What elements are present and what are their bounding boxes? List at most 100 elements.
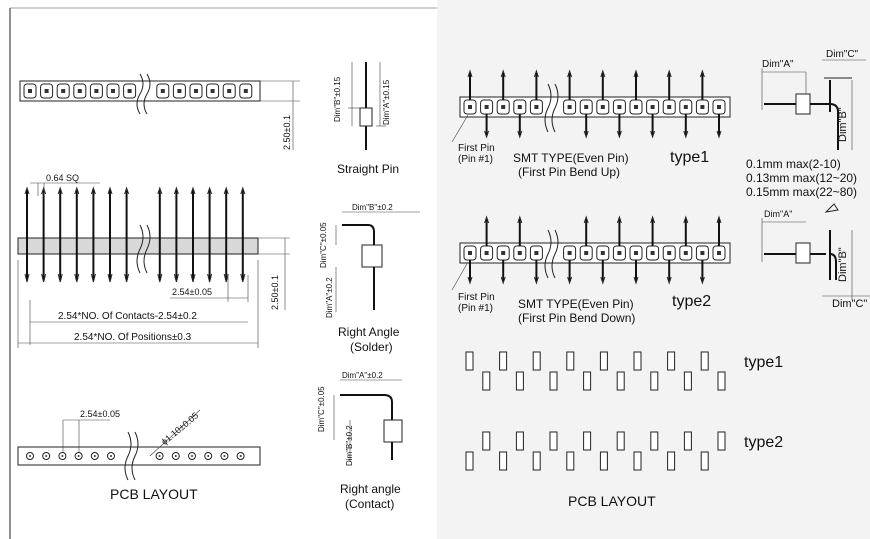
pin-tip [517, 215, 523, 224]
side-view-header [17, 182, 290, 348]
first-pin-label-1b: First Pin [458, 292, 495, 303]
pin-square [717, 105, 721, 109]
tolerance-line-2: 0.13mm max(12~20) [746, 171, 858, 185]
smt-pad [633, 451, 642, 471]
smt-side-view-type2 [761, 203, 870, 300]
pin-square [567, 251, 572, 255]
smt-pad [650, 431, 659, 451]
ra-contact-dim-a: Dim"A"±0.2 [342, 371, 383, 380]
pin-tip [74, 186, 80, 195]
pin-square [484, 251, 489, 255]
pin-tip [124, 273, 130, 283]
pcb-pitch-dim: 2.54±0.05 [80, 409, 120, 419]
pin-square [517, 251, 522, 255]
pin-tip [600, 276, 606, 285]
ra-contact-title-2: (Contact) [345, 497, 395, 511]
smt-pad [482, 371, 491, 391]
pcb-layout-title-left: PCB LAYOUT [110, 486, 198, 502]
pin-tip [567, 276, 573, 285]
pin-square [567, 105, 572, 109]
pin-square [650, 251, 655, 255]
smt-pad [583, 371, 592, 391]
smt-pad [599, 451, 608, 471]
ra-solder-dim-b: Dim"B"±0.2 [352, 203, 393, 212]
pin-square [501, 251, 506, 255]
type2-label: type2 [672, 293, 712, 310]
pin-square [600, 105, 605, 109]
pin-tip [484, 130, 490, 139]
type1-label: type1 [670, 149, 710, 166]
pin-square [600, 251, 605, 255]
pin-tip [467, 276, 473, 285]
smt-pad [566, 351, 575, 371]
smt-pad [683, 371, 692, 391]
pin-tip [240, 273, 246, 283]
right-angle-contact-drawing [333, 379, 403, 462]
pin-square-label: 0.64 SQ [46, 173, 80, 183]
pin-tip [500, 276, 506, 285]
pin-square [94, 89, 99, 93]
pin-square [77, 89, 82, 93]
straight-dim-a: Dim"A"±0.15 [382, 79, 391, 125]
pin-tip [107, 273, 113, 283]
pin-tip [484, 215, 490, 224]
pin-tip [500, 69, 506, 78]
ra-solder-title-2: (Solder) [350, 340, 393, 354]
smt-pad [499, 451, 508, 471]
pin-square [111, 89, 115, 93]
smt-pad [515, 431, 524, 451]
ra-contact-title-1: Right angle [340, 482, 401, 496]
pin-tip [57, 273, 63, 283]
smt-type1-header [451, 69, 731, 143]
smt-pad [616, 431, 625, 451]
smt-pad [499, 351, 508, 371]
pin-square [44, 89, 49, 93]
pin-tip [699, 276, 705, 285]
pin-tip [41, 273, 47, 283]
pin-tip [173, 186, 179, 195]
pin-tip [107, 186, 113, 195]
pin-square [534, 105, 539, 109]
pcb-hole-center [174, 455, 177, 457]
side2-dim-a: Dim"A" [764, 209, 793, 219]
pin-square [61, 89, 66, 93]
pin-square [667, 105, 672, 109]
ra-contact-dim-c: Dim"C"±0.05 [317, 386, 326, 432]
pin-square [683, 105, 688, 109]
smt-pad [599, 351, 608, 371]
pin-tip [223, 273, 229, 283]
pcb-hole-center [191, 455, 193, 457]
side-height-dim: 2.50±0.1 [270, 275, 280, 310]
pin-square [160, 89, 165, 93]
pin-square [227, 89, 232, 93]
straight-dim-b: Dim"B"±0.15 [333, 76, 342, 122]
first-pin-label-2: (Pin #1) [458, 154, 494, 165]
pin-square [243, 89, 248, 93]
pin-tip [583, 130, 589, 139]
pcb-type2-label: type2 [744, 434, 784, 451]
pcb-hole-center [29, 455, 31, 457]
smt-pcb-pads-type2 [465, 431, 726, 471]
pin-square [584, 105, 589, 109]
smt-pad [549, 371, 558, 391]
pcb-layout-left [17, 409, 261, 481]
pin-square [468, 251, 472, 255]
top-header-row [19, 73, 300, 150]
pcb-hole-center [45, 455, 48, 457]
smt-pad [683, 431, 692, 451]
smt-pad [616, 371, 625, 391]
smt-pad [717, 371, 726, 391]
smt-pad [667, 451, 676, 471]
ra-solder-title-1: Right Angle [338, 325, 400, 339]
pin-square [667, 251, 672, 255]
pin-tip [240, 186, 246, 195]
positions-dim: 2.54*NO. Of Positions±0.3 [74, 332, 192, 343]
tolerance-line-3: 0.15mm max(22~80) [746, 185, 858, 199]
pin-square [194, 89, 198, 93]
pin-square [517, 105, 522, 109]
pcb-hole-center [223, 455, 226, 457]
pin-tip [517, 130, 523, 139]
pin-tip [41, 186, 47, 195]
pin-tip [124, 186, 130, 195]
pin-tip [190, 186, 196, 195]
